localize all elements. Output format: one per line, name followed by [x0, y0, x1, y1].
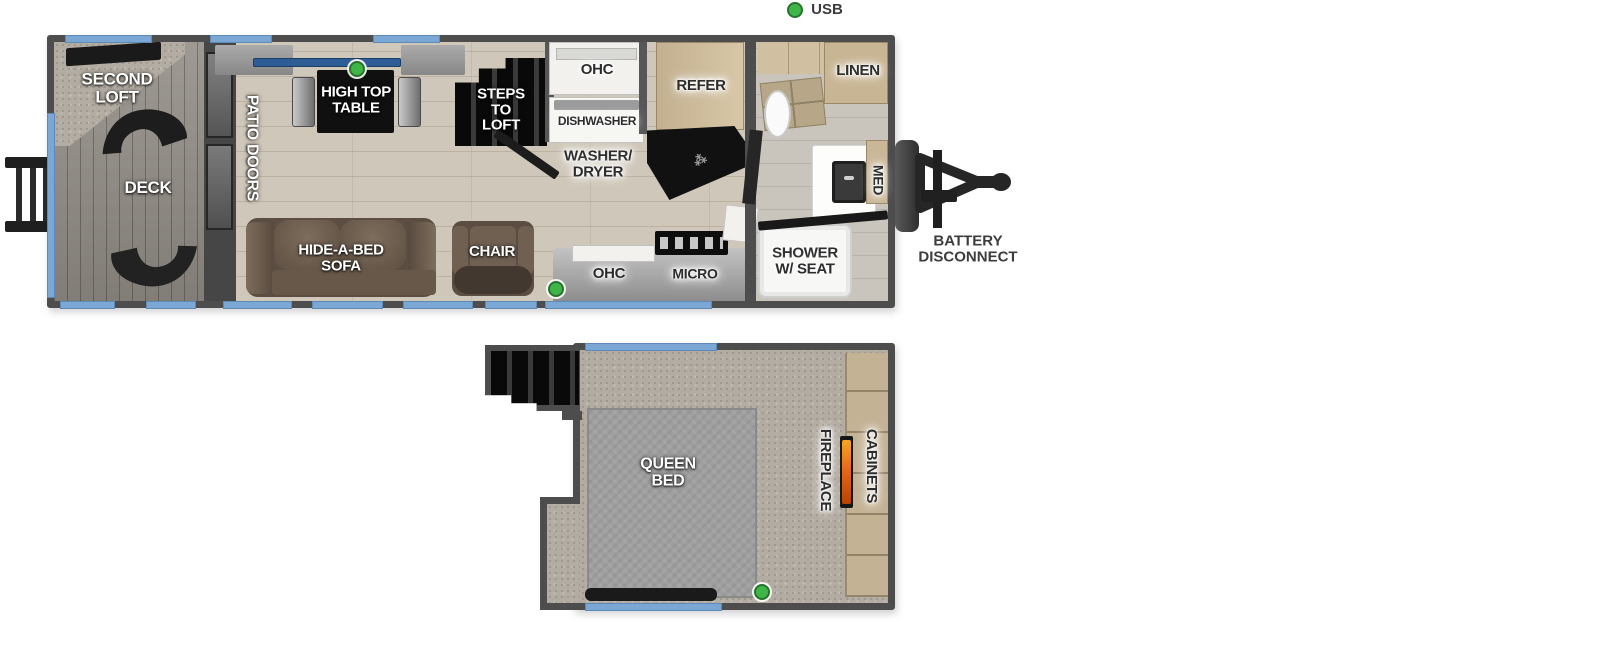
- refer-cabinet: [656, 42, 744, 130]
- battery-disconnect-label: BATTERY DISCONNECT: [918, 232, 1018, 265]
- steps-to-loft-label: STEPS TO LOFT: [477, 85, 525, 134]
- usb-dot-icon: [754, 584, 770, 600]
- high-top-table-label: HIGH TOP TABLE: [321, 83, 391, 116]
- hitch-a-frame: [915, 150, 1011, 228]
- usb-dot-icon: [548, 281, 564, 297]
- window: [585, 343, 717, 351]
- loft-extension: [540, 497, 580, 610]
- ladder-post: [30, 160, 36, 232]
- linen-cabinet: [824, 42, 888, 104]
- window: [47, 113, 55, 298]
- micro-label: MICRO: [672, 265, 718, 282]
- usb-legend-label: USB: [811, 1, 843, 19]
- armchair-arm: [452, 226, 468, 274]
- ladder-post: [16, 160, 22, 232]
- kitchen-partition-wall: [639, 42, 647, 134]
- armchair-back: [454, 266, 532, 294]
- window: [312, 301, 383, 309]
- shower: [758, 224, 852, 298]
- armchair-seat: [470, 226, 516, 270]
- deck-chair-top: [102, 109, 187, 155]
- shower-label: SHOWER W/ SEAT: [772, 244, 838, 277]
- sofa-seat: [272, 270, 436, 295]
- loft-stairs: [485, 345, 579, 411]
- med-cabinet: [866, 140, 888, 204]
- window: [585, 603, 722, 611]
- ohc-cabinet-face: [556, 48, 637, 60]
- queen-bed: [587, 408, 757, 598]
- refer-label: REFER: [676, 77, 726, 95]
- second-loft-label: SECOND LOFT: [81, 69, 153, 106]
- window: [65, 35, 152, 43]
- window: [485, 301, 537, 309]
- patio-doors-label: PATIO DOORS: [243, 94, 261, 202]
- dishwasher-label: DISHWASHER: [557, 113, 637, 128]
- stool: [398, 77, 421, 127]
- window: [60, 301, 115, 309]
- queen-bed-label: QUEEN BED: [640, 455, 696, 489]
- ohc-cabinet-bottom: [572, 245, 655, 262]
- patio-door-panel: [206, 144, 233, 230]
- med-label: MED: [870, 164, 887, 196]
- sofa-cushion: [274, 220, 340, 270]
- stove-burners: [660, 237, 723, 249]
- ladder-post: [43, 160, 49, 232]
- fireplace-label: FIREPLACE: [816, 428, 834, 512]
- sofa-label: HIDE-A-BED SOFA: [298, 241, 384, 274]
- ladder-rail: [5, 221, 52, 232]
- usb-dot-icon: [349, 61, 365, 77]
- sofa-arm: [246, 222, 274, 294]
- window: [223, 301, 292, 309]
- deck-chair-bottom: [111, 245, 198, 287]
- washer-dryer-label: WASHER/ DRYER: [564, 147, 632, 180]
- loft-wall-stub: [562, 411, 582, 420]
- window: [373, 35, 440, 43]
- faucet: [844, 176, 854, 180]
- fireplace-flame: [842, 440, 851, 504]
- window: [146, 301, 196, 309]
- stool: [292, 77, 315, 127]
- usb-dot-icon: [787, 2, 803, 18]
- ohc-bottom-label: OHC: [592, 265, 626, 283]
- tv-counter: [253, 58, 401, 67]
- sink: [832, 161, 866, 203]
- entertainment-cabinet: [401, 45, 465, 75]
- sofa-cushion: [340, 220, 406, 270]
- bed-headboard: [585, 588, 717, 601]
- dishwasher-handle: [554, 100, 639, 110]
- chair-label: CHAIR: [469, 243, 515, 261]
- armchair-arm: [518, 226, 534, 274]
- high-top-table: [317, 70, 394, 133]
- ohc-top-label: OHC: [580, 61, 614, 79]
- cabinets-label: CABINETS: [862, 428, 880, 504]
- window: [210, 35, 272, 43]
- window: [403, 301, 473, 309]
- linen-label: LINEN: [836, 62, 880, 80]
- window: [545, 301, 712, 309]
- deck-label: DECK: [124, 178, 172, 198]
- toilet: [764, 90, 791, 138]
- ladder-rail: [5, 157, 52, 168]
